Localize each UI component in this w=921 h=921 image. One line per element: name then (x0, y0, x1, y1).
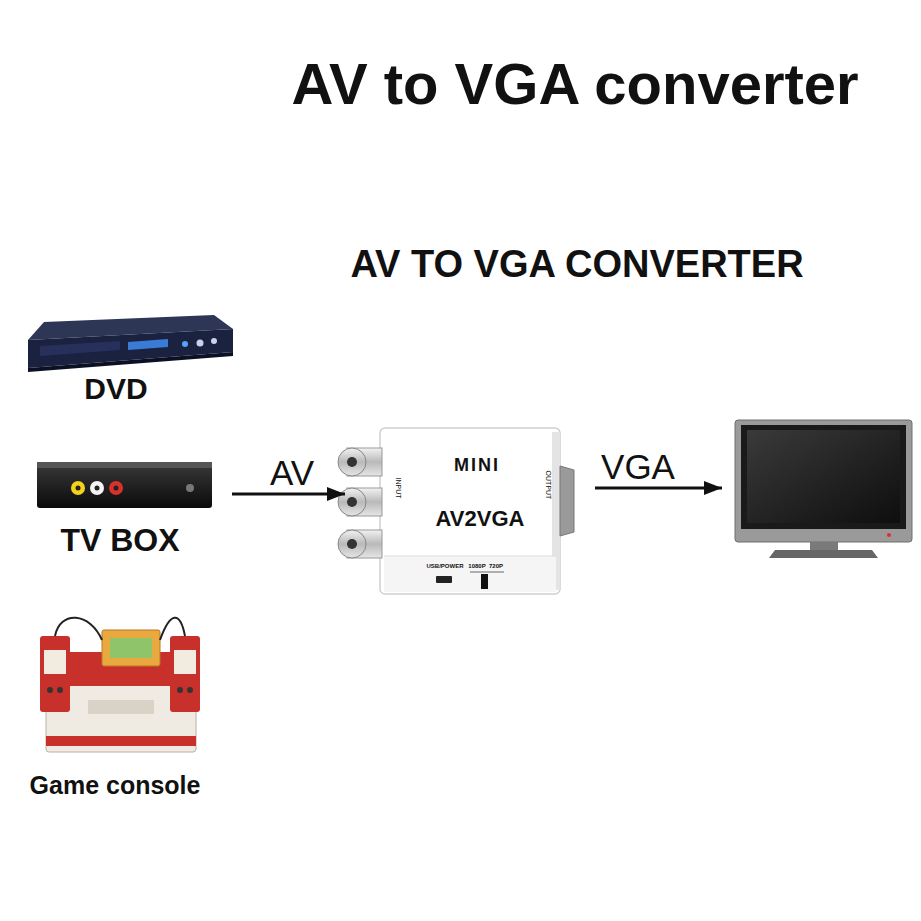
resolution-switch (481, 574, 488, 589)
tv-box-device: TV BOX (30, 455, 232, 565)
rca-red (109, 481, 123, 495)
tv-box (37, 462, 212, 508)
converter-device: MINI AV2VGA INPUT OUTPUT USB/POWER 1080P 720P (345, 425, 595, 600)
cartridge (102, 630, 160, 666)
monitor-stand (769, 550, 878, 558)
rca-hole (114, 486, 119, 491)
rca-yellow (71, 481, 85, 495)
controller-face (44, 650, 66, 674)
converter-label: MINI (454, 456, 500, 474)
console-stripe (46, 736, 196, 746)
dvd-base (28, 352, 233, 372)
rca-hole (95, 486, 100, 491)
switch-bracket (470, 572, 504, 573)
converter-label: 1080P (468, 563, 485, 569)
controller-cable (55, 618, 102, 640)
rca-jack-ring (338, 448, 366, 476)
rca-jack-hole (347, 497, 357, 507)
power-jack (186, 484, 194, 492)
vga-port (560, 466, 574, 536)
console-slot (88, 700, 154, 714)
rca-jack-hole (347, 539, 357, 549)
dvd-button (197, 340, 204, 347)
signal-label: VGA (601, 449, 675, 484)
mini-usb-port (436, 576, 452, 583)
game-console-device: Game console (25, 622, 210, 812)
controller-button (57, 687, 63, 693)
signal-label: AV (270, 455, 314, 490)
converter-label: INPUT (395, 478, 402, 499)
cartridge-label (110, 638, 152, 658)
controller-button (187, 687, 193, 693)
converter-edge (384, 556, 556, 557)
monitor (735, 420, 912, 558)
signal-arrow (595, 487, 722, 490)
controller (40, 636, 70, 712)
converter-label: USB/POWER (426, 563, 463, 569)
rca-jack-hole (347, 457, 357, 467)
dvd-tray (40, 341, 120, 356)
dvd-device: DVD (25, 310, 237, 415)
monitor-device (722, 415, 917, 565)
rca-white (90, 481, 104, 495)
subtitle: AV TO VGA CONVERTER (237, 245, 917, 283)
rca-jack-ring (338, 530, 366, 558)
rca-jack-ring (338, 488, 366, 516)
controller-button (47, 687, 53, 693)
tv-box-body (37, 462, 212, 508)
device-label: TV BOX (60, 524, 179, 556)
converter-label: AV2VGA (436, 508, 525, 530)
monitor-neck (810, 542, 838, 550)
controller-face (174, 650, 196, 674)
controller-button (177, 687, 183, 693)
dvd-display (128, 339, 168, 350)
converter-label: 720P (489, 563, 503, 569)
monitor-bezel (741, 425, 906, 529)
monitor-frame (735, 420, 912, 542)
dvd-player (28, 315, 233, 372)
dvd-led (182, 341, 188, 347)
device-label: DVD (84, 374, 147, 404)
converter-label: OUTPUT (545, 471, 552, 500)
controller (170, 636, 200, 712)
device-label: Game console (30, 773, 201, 798)
converter-body (380, 428, 560, 594)
dvd-button (211, 338, 217, 344)
converter-box (338, 428, 574, 594)
controller-cable (160, 618, 185, 640)
game-console (40, 618, 200, 752)
monitor-screen (747, 430, 900, 523)
signal-arrow (232, 493, 345, 496)
page-title: AV to VGA converter (230, 55, 920, 113)
tv-box-edge (37, 462, 212, 468)
rca-hole (76, 486, 81, 491)
monitor-led (887, 533, 891, 537)
converter-bottom (384, 556, 556, 592)
